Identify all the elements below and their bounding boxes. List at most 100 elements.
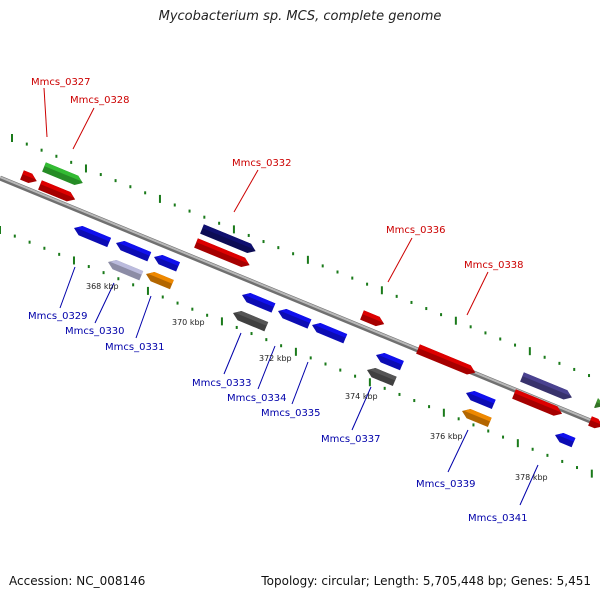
gene-mmcs-0330a[interactable] (114, 238, 152, 262)
gene-label-mmcs-0334[interactable]: Mmcs_0334 (227, 393, 287, 404)
gene-label-mmcs-0337[interactable]: Mmcs_0337 (321, 434, 381, 445)
label-callouts (43, 87, 539, 506)
gene-arrow-body (594, 398, 600, 409)
gene-mmcs-0340[interactable] (520, 372, 574, 402)
gene-mmcs-0330[interactable] (106, 257, 144, 281)
gene-arrow-highlight (202, 224, 255, 250)
gene-mmcs-0337[interactable] (365, 365, 397, 387)
gene-arrow-highlight (464, 409, 492, 422)
gene-mmcs-0333[interactable] (240, 290, 276, 313)
callout-mmcs-0331 (135, 295, 152, 339)
gene-arrow-highlight (156, 255, 180, 266)
gene-mmcs-0327[interactable] (42, 162, 85, 187)
gene-arrow-highlight (369, 368, 397, 381)
genome-backbone-highlight (0, 176, 600, 425)
gene-mmcs-0328a[interactable] (20, 170, 39, 185)
callout-mmcs-0335 (291, 361, 309, 405)
gene-arrow-highlight (590, 416, 600, 425)
gene-mmcs-0338[interactable] (416, 344, 477, 377)
callout-mmcs-0329 (59, 266, 76, 309)
gene-mmcs-0333b[interactable] (231, 308, 269, 332)
scale-label-372: 372 kbp (259, 354, 292, 363)
callout-mmcs-0338 (466, 271, 489, 316)
callout-mmcs-0334 (257, 345, 276, 390)
gene-label-mmcs-0336[interactable]: Mmcs_0336 (386, 225, 446, 236)
gene-arrow-body (116, 241, 152, 262)
gene-label-mmcs-0333[interactable]: Mmcs_0333 (192, 378, 252, 389)
gene-label-mmcs-0332[interactable]: Mmcs_0332 (232, 158, 292, 169)
gene-arrow-body (376, 353, 404, 371)
gene-arrow-highlight (40, 180, 74, 198)
gene-label-mmcs-0335[interactable]: Mmcs_0335 (261, 408, 321, 419)
gene-label-mmcs-0327[interactable]: Mmcs_0327 (31, 77, 91, 88)
gene-arrow-highlight (314, 323, 348, 338)
gene-arrow-body (462, 409, 492, 428)
gene-mmcs-0335[interactable] (310, 320, 348, 344)
gene-label-mmcs-0339[interactable]: Mmcs_0339 (416, 479, 476, 490)
gene-arrow-highlight (378, 353, 404, 365)
outer-tick-track (11, 134, 591, 378)
gene-mmcs-0328[interactable] (38, 180, 77, 204)
gene-arrow-highlight (514, 389, 561, 413)
gene-mmcs-0341[interactable] (553, 430, 576, 448)
gene-arrow-highlight (557, 433, 576, 442)
gene-label-mmcs-0341[interactable]: Mmcs_0341 (468, 513, 528, 524)
gene-mmcs-0336[interactable] (360, 310, 386, 328)
accession-text: Accession: NC_008146 (9, 574, 146, 588)
gene-arrow-highlight (522, 372, 571, 396)
gene-arrow-highlight (196, 238, 249, 264)
gene-mmcs-0331[interactable] (144, 269, 174, 290)
gene-label-mmcs-0330[interactable]: Mmcs_0330 (65, 326, 125, 337)
gene-arrow-highlight (22, 170, 36, 180)
gene-mmcs-0331a[interactable] (152, 252, 180, 272)
gene-mmcs-0329[interactable] (72, 223, 112, 248)
gene-arrow-highlight (118, 241, 152, 256)
gene-arrow-highlight (468, 391, 496, 404)
scale-label-374: 374 kbp (345, 392, 378, 401)
gene-mmcs-0339a[interactable] (464, 388, 496, 410)
gene-arrow-highlight (280, 309, 312, 324)
callout-mmcs-0337 (351, 386, 372, 431)
callout-mmcs-0341 (519, 464, 539, 506)
gene-mmcs-0332a[interactable] (200, 224, 257, 255)
genome-summary-text: Topology: circular; Length: 5,705,448 bp… (261, 574, 591, 588)
gene-arrow-body (233, 311, 269, 332)
gene-arrow-body (146, 272, 174, 290)
scale-label-370: 370 kbp (172, 318, 205, 327)
gene-arrow-highlight (235, 311, 269, 326)
callout-mmcs-0336 (387, 237, 413, 283)
gene-mmcs-0339[interactable] (460, 406, 492, 428)
gene-arrow-highlight (244, 293, 276, 308)
gene-mmcs-0337a[interactable] (374, 350, 404, 371)
gene-arrow-body (154, 255, 180, 272)
gene-arrow-highlight (44, 162, 82, 182)
map-title: Mycobacterium sp. MCS, complete genome (158, 9, 442, 24)
gene-arrow-body (242, 293, 276, 313)
gene-arrow-body (466, 391, 496, 410)
gene-edge-red[interactable] (588, 416, 600, 431)
gene-label-mmcs-0329[interactable]: Mmcs_0329 (28, 311, 88, 322)
gene-label-mmcs-0331[interactable]: Mmcs_0331 (105, 342, 165, 353)
gene-edge-green[interactable] (594, 398, 600, 410)
gene-arrow-body (108, 260, 144, 281)
gene-mmcs-0332[interactable] (194, 238, 251, 269)
inner-tick-track (0, 226, 593, 478)
gene-mmcs-0334[interactable] (276, 306, 312, 329)
scale-label-376: 376 kbp (430, 432, 463, 441)
gene-arrow-highlight (110, 260, 144, 275)
gene-arrow-highlight (76, 226, 112, 242)
gene-arrow-body (278, 309, 312, 329)
callout-mmcs-0328 (72, 107, 95, 150)
gene-label-mmcs-0328[interactable]: Mmcs_0328 (70, 95, 130, 106)
gene-mmcs-0340b[interactable] (512, 389, 564, 418)
callout-mmcs-0333 (223, 332, 242, 375)
gene-arrow-body (74, 226, 112, 248)
gene-label-mmcs-0338[interactable]: Mmcs_0338 (464, 260, 524, 271)
gene-arrow-body (367, 368, 397, 387)
scale-label-368: 368 kbp (86, 282, 119, 291)
gene-arrow-highlight (418, 344, 474, 371)
gene-arrow-highlight (596, 398, 600, 405)
callout-mmcs-0339 (447, 429, 469, 473)
gene-arrow-highlight (148, 272, 174, 284)
